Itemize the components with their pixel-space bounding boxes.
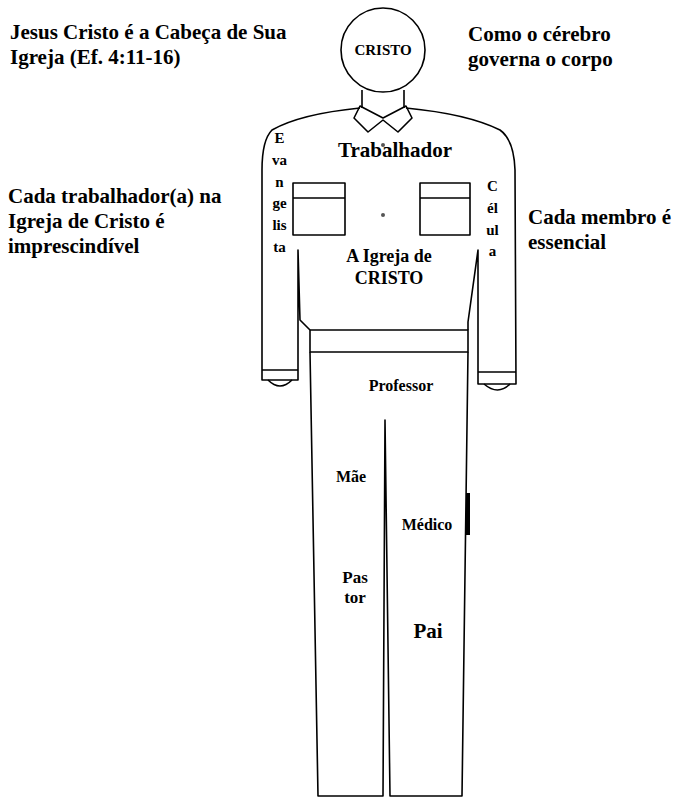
- role-label: Pai: [398, 619, 458, 644]
- trousers: [310, 352, 468, 796]
- right-pocket: [420, 183, 470, 235]
- church-label: A Igreja de CRISTO: [334, 246, 444, 289]
- role-label: Trabalhador: [320, 138, 470, 163]
- role-label: Mãe: [321, 467, 381, 486]
- note-text: Cada trabalhador(a) na Igreja de Cristo …: [8, 184, 258, 260]
- role-label: Pas tor: [334, 568, 376, 609]
- title-text: Jesus Cristo é a Cabeça de Sua Igreja (E…: [10, 20, 330, 70]
- black-bar: [466, 493, 470, 535]
- shirt-button: [381, 213, 385, 217]
- cuffs: [262, 370, 516, 372]
- note-text: Cada membro é essencial: [528, 205, 696, 255]
- role-label-vertical: Célula: [485, 176, 500, 263]
- head-outline: [341, 8, 425, 92]
- note-text: Como o cérebro governa o corpo: [468, 22, 668, 72]
- left-pocket: [293, 183, 345, 235]
- collar: [354, 106, 412, 132]
- role-label: Médico: [392, 515, 462, 534]
- pocket-flaps: [293, 197, 470, 199]
- belt: [310, 330, 468, 352]
- head-circle: CRISTO: [341, 8, 425, 92]
- role-label: Professor: [341, 376, 461, 395]
- role-label-vertical: Evangelista: [272, 128, 287, 259]
- neck: [362, 90, 404, 108]
- shirt-outline: [262, 108, 516, 384]
- head-text: CRISTO: [354, 42, 411, 59]
